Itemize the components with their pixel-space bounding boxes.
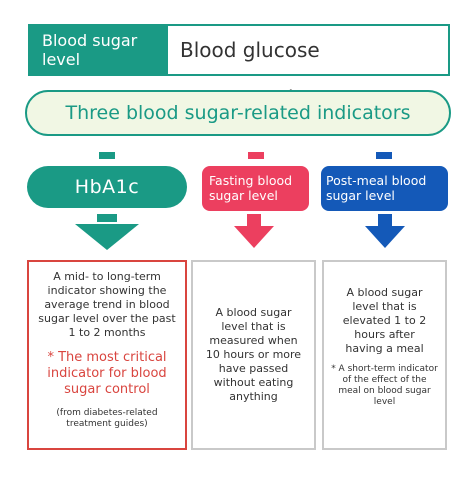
postmeal-arrow-icon (365, 214, 405, 248)
definition-description: Blood glucose concentration (180, 38, 320, 110)
definition-box: Blood sugar level Blood glucose concentr… (28, 24, 450, 110)
postmeal-description: A blood sugar level that is elevated 1 t… (342, 286, 427, 355)
postmeal-heading: Post-meal blood sugar level (321, 166, 448, 211)
headline-pill: Three blood sugar-related indicators (25, 90, 451, 136)
hba1c-note: * The most critical indicator for blood … (47, 350, 167, 397)
fasting-heading: Fasting blood sugar level (202, 166, 309, 211)
hba1c-description: A mid- to long-term indicator showing th… (38, 270, 176, 339)
fasting-arrow-icon (234, 214, 274, 248)
connector-fasting (248, 152, 264, 159)
connector-hba1c (99, 152, 115, 159)
hba1c-heading: HbA1c (27, 166, 187, 208)
hba1c-arrow-icon (75, 214, 139, 250)
postmeal-note: * A short-term indicator of the effect o… (331, 364, 438, 407)
fasting-description: A blood sugar level that is measured whe… (205, 306, 302, 403)
hba1c-source: (from diabetes-related treatment guides) (56, 408, 158, 429)
fasting-card: A blood sugar level that is measured whe… (191, 260, 316, 450)
hba1c-card: A mid- to long-term indicator showing th… (27, 260, 187, 450)
postmeal-card: A blood sugar level that is elevated 1 t… (322, 260, 447, 450)
connector-postmeal (376, 152, 392, 159)
definition-term: Blood sugar level (30, 26, 168, 74)
